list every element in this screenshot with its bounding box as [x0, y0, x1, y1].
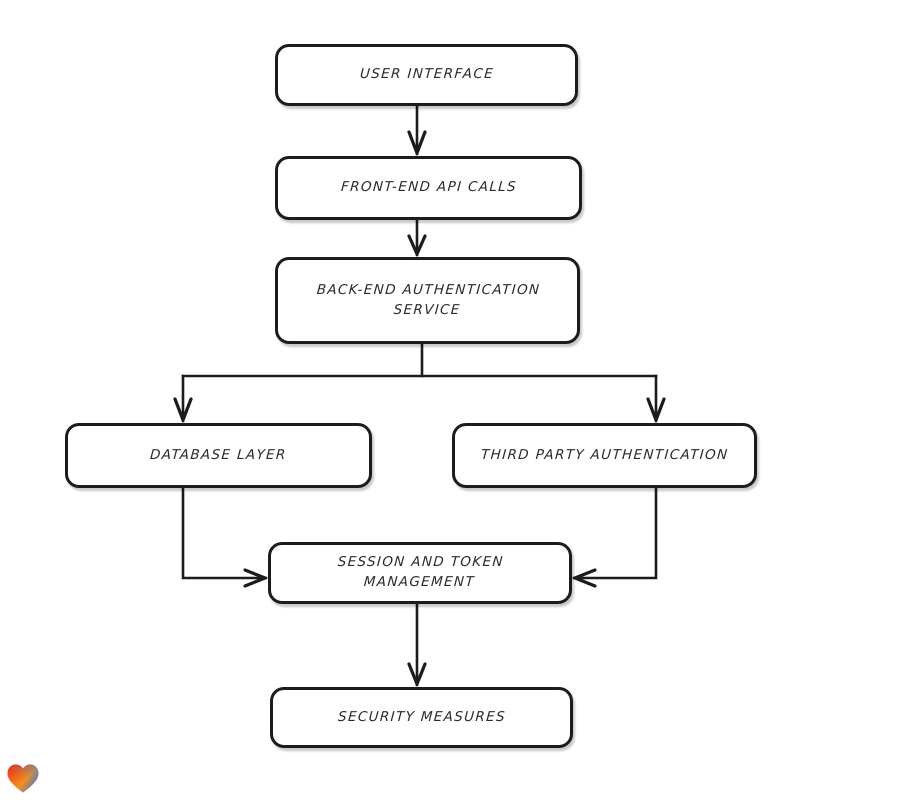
heart-icon — [7, 764, 39, 793]
node-frontend-api-label: Front-End API Calls — [340, 179, 518, 196]
node-third-party-auth[interactable]: Third Party Authentication — [452, 423, 757, 488]
node-session-token-label: Session and Token Management — [337, 554, 505, 590]
node-frontend-api[interactable]: Front-End API Calls — [275, 156, 582, 220]
node-third-party-auth-label: Third Party Authentication — [480, 446, 729, 463]
edge-backend-auth-to-third-party-auth — [646, 374, 666, 423]
node-backend-auth[interactable]: Back-End Authentication Service — [275, 257, 580, 344]
edge-third-party-auth-to-session-token — [572, 486, 658, 588]
edge-backend-auth-to-database-layer — [173, 374, 193, 423]
node-database-layer[interactable]: Database Layer — [65, 423, 372, 488]
node-user-interface[interactable]: User Interface — [275, 44, 578, 106]
edge-database-layer-to-session-token — [181, 486, 268, 588]
edge-backend-auth-split — [181, 342, 658, 378]
node-user-interface-label: User Interface — [359, 66, 495, 83]
node-session-token[interactable]: Session and Token Management — [268, 542, 572, 604]
edge-session-token-to-security-measures — [407, 602, 427, 687]
edge-frontend-api-to-backend-auth — [407, 218, 427, 257]
node-database-layer-label: Database Layer — [149, 446, 288, 463]
node-security-measures[interactable]: Security Measures — [270, 687, 573, 748]
edge-user-interface-to-frontend-api — [407, 104, 427, 156]
node-security-measures-label: Security Measures — [337, 708, 507, 725]
node-backend-auth-label: Back-End Authentication Service — [315, 281, 541, 318]
